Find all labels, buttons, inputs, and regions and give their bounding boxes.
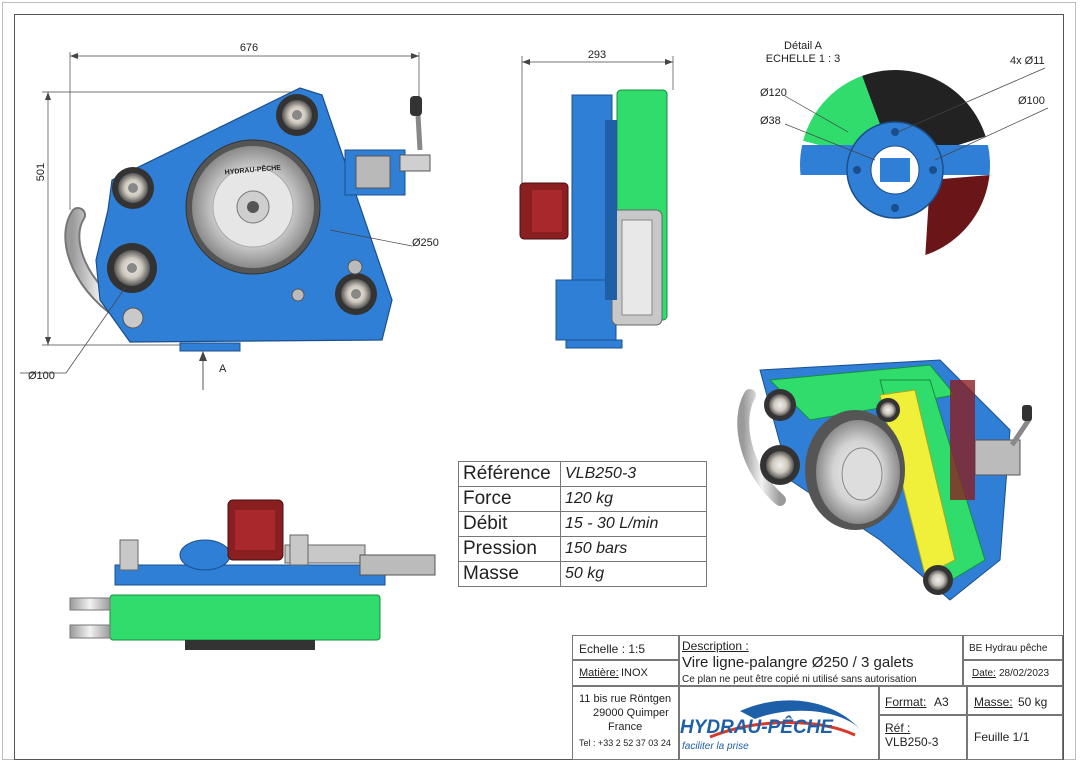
tb-address-cell: 11 bis rue Röntgen 29000 Quimper France …	[572, 686, 679, 760]
tb-slogan: faciliter la prise	[682, 741, 749, 752]
detail-holes: 4x Ø11	[1010, 55, 1045, 67]
isometric-view	[737, 359, 1033, 601]
spec-value: VLB250-3	[560, 461, 707, 487]
spec-key: Force	[458, 486, 561, 512]
tb-logo-cell: HYDRAU-PÊCHE faciliter la prise	[679, 686, 879, 760]
spec-key: Pression	[458, 536, 561, 562]
spec-value: 50 kg	[560, 561, 707, 587]
tb-material-value: INOX	[621, 667, 648, 679]
tb-sheet-cell: Feuille 1/1	[967, 715, 1063, 760]
detail-scale: ECHELLE 1 : 3	[766, 53, 841, 65]
spec-value: 150 bars	[560, 536, 707, 562]
tb-format-label: Format:	[885, 695, 927, 709]
tb-address-line2: 29000 Quimper	[593, 707, 669, 719]
tb-ref-label: Réf :	[885, 721, 911, 735]
tb-notice: Ce plan ne peut être copié ni utilisé sa…	[682, 674, 917, 685]
dimension-front-height: 501	[35, 163, 47, 181]
tb-address-line1: 11 bis rue Röntgen	[579, 693, 672, 705]
tb-mass-cell: Masse: 50 kg	[967, 686, 1063, 715]
company-logo	[709, 700, 860, 739]
detail-d120: Ø120	[760, 87, 787, 99]
tb-format-cell: Format: A3	[879, 686, 967, 715]
tb-logo-text: HYDRAU-PÊCHE	[680, 717, 834, 738]
tb-ref-cell: Réf : VLB250-3	[879, 715, 967, 760]
tb-date-cell: Date: 28/02/2023	[963, 660, 1063, 686]
tb-address-line3: France	[608, 721, 643, 733]
tb-date-value: 28/02/2023	[999, 668, 1050, 679]
tb-office: BE Hydrau pêche	[969, 643, 1048, 654]
detail-d38: Ø38	[760, 115, 781, 127]
spec-key: Débit	[458, 511, 561, 537]
sheet-inner-border	[14, 14, 1064, 760]
tb-phone: Tel : +33 2 52 37 03 24	[579, 738, 671, 748]
side-view: 293	[519, 49, 674, 349]
view-arrow-label: A	[219, 363, 227, 375]
top-view	[69, 499, 436, 650]
tb-description: Vire ligne-palangre Ø250 / 3 galets	[682, 654, 914, 671]
dimension-front-width: 676	[240, 42, 258, 54]
tb-date-label: Date:	[972, 668, 996, 679]
detail-a: Détail A ECHELLE 1 : 3 Ø120 Ø38	[760, 40, 1049, 260]
dimension-side-width: 293	[588, 49, 606, 61]
dimension-tube-diameter: Ø100	[28, 370, 55, 382]
tb-mass-label: Masse:	[974, 695, 1013, 709]
spec-key: Masse	[458, 561, 561, 587]
tb-format-value: A3	[934, 695, 949, 709]
tb-material-label: Matière:	[579, 667, 619, 679]
spec-value: 15 - 30 L/min	[560, 511, 707, 537]
tb-sheet: Feuille 1/1	[974, 730, 1030, 744]
tb-description-label: Description :	[682, 639, 749, 653]
tb-scale-cell: Echelle : 1:5	[572, 635, 679, 660]
dimension-pulley-diameter: Ø250	[412, 237, 439, 249]
tb-material-cell: Matière: INOX	[572, 660, 679, 686]
tb-ref-value: VLB250-3	[885, 735, 939, 749]
front-view: 676 501 H	[20, 42, 439, 390]
spec-value: 120 kg	[560, 486, 707, 512]
tb-mass-value: 50 kg	[1018, 695, 1048, 709]
tb-scale: Echelle : 1:5	[579, 642, 646, 656]
detail-title: Détail A	[784, 40, 823, 52]
detail-d100: Ø100	[1018, 95, 1045, 107]
spec-key: Référence	[458, 461, 561, 487]
tb-office-cell: BE Hydrau pêche	[963, 635, 1063, 660]
tb-description-cell: Description : Vire ligne-palangre Ø250 /…	[679, 635, 963, 686]
